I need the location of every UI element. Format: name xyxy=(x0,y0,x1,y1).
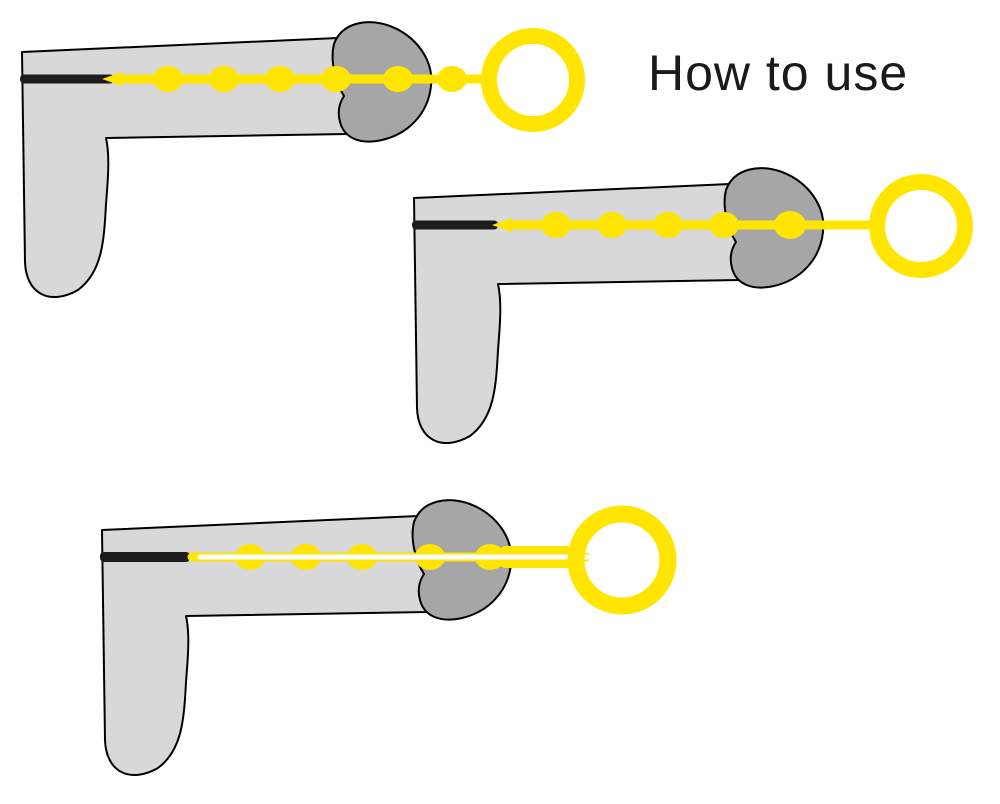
anatomy-illustration xyxy=(413,167,825,445)
device-bead xyxy=(597,212,627,238)
diagram-step-3 xyxy=(100,499,677,777)
device-bead xyxy=(437,66,467,92)
urethra-line xyxy=(20,74,114,84)
device-ring xyxy=(481,28,585,132)
page-title: How to use xyxy=(648,45,909,101)
sound-device xyxy=(187,505,677,615)
diagram-step-1 xyxy=(20,21,585,299)
device-bead xyxy=(541,212,571,238)
anatomy-illustration xyxy=(21,21,433,299)
device-bead xyxy=(321,66,351,92)
urethra-line xyxy=(412,220,498,230)
anatomy-illustration xyxy=(101,499,513,777)
urethra-line xyxy=(100,552,190,562)
device-bead xyxy=(153,66,183,92)
device-bead xyxy=(209,66,239,92)
device-bead xyxy=(774,211,806,239)
sound-device xyxy=(492,174,973,278)
device-ring xyxy=(869,174,973,278)
device-bead xyxy=(653,212,683,238)
device-bead xyxy=(709,212,739,238)
sound-device xyxy=(102,28,585,132)
device-ring xyxy=(567,505,677,615)
diagram-step-2 xyxy=(412,167,973,445)
device-bead xyxy=(265,66,295,92)
device-bead xyxy=(383,66,413,92)
